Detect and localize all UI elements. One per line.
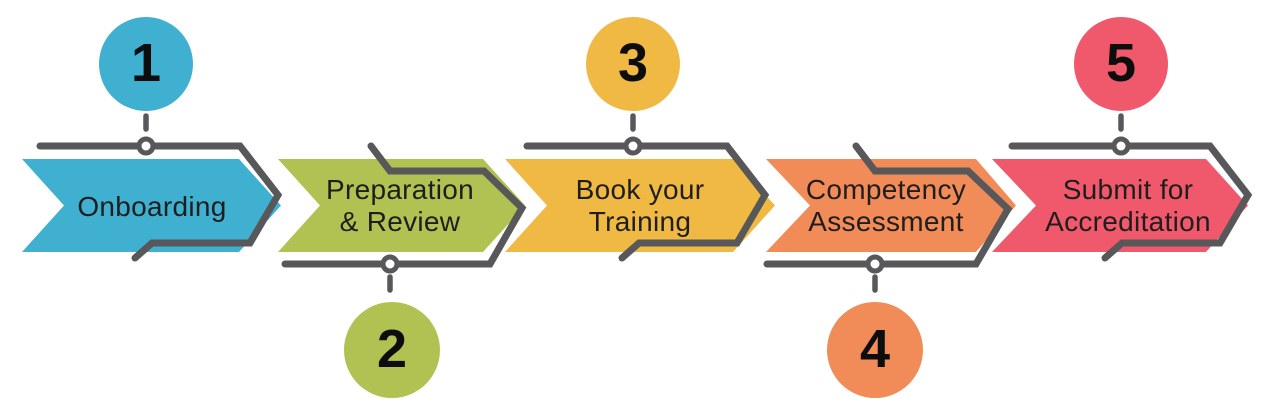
- step-1-number-badge: [99, 17, 193, 111]
- step-1-label-line1: Onboarding: [77, 191, 226, 222]
- step-3-label-line2: Training: [589, 206, 692, 237]
- step-4-arrow-shape: [766, 159, 1016, 252]
- step-3-number: 3: [618, 33, 648, 93]
- step-5-number-badge: [1074, 17, 1168, 111]
- step-1-group: 1 Onboarding: [22, 17, 283, 262]
- step-3-label-line1: Book your: [576, 174, 705, 205]
- step-5-arrow-shape: [992, 159, 1248, 252]
- step-1-arrow-shape: [22, 159, 281, 252]
- step-5-arrow-outline: [1008, 142, 1253, 262]
- step-2-label-line1: Preparation: [326, 174, 474, 205]
- step-2-label: Preparation& Review: [326, 174, 474, 237]
- step-2-group: 2 Preparation& Review: [278, 142, 527, 398]
- step-2-label-line2: & Review: [340, 206, 461, 237]
- step-3-connector-node: [623, 136, 643, 156]
- step-5-label-line1: Submit for: [1063, 174, 1194, 205]
- step-4-label-line2: Assessment: [808, 206, 964, 237]
- step-1-label: Onboarding: [77, 191, 226, 222]
- step-4-number: 4: [860, 319, 890, 379]
- step-2-arrow-outline: [281, 142, 527, 268]
- step-4-arrow-outline: [763, 142, 1013, 268]
- step-3-arrow-outline: [523, 142, 770, 262]
- step-2-arrow-shape: [278, 159, 525, 252]
- step-4-number-badge: [827, 302, 923, 398]
- step-5-number: 5: [1106, 33, 1136, 93]
- step-3-number-badge: [586, 17, 680, 111]
- step-1-connector-node: [136, 136, 156, 156]
- step-1-number: 1: [131, 33, 161, 93]
- step-1-arrow-outline: [36, 142, 283, 262]
- step-2-number-badge: [344, 302, 440, 398]
- step-5-label-line2: Accreditation: [1045, 206, 1211, 237]
- step-2-number: 2: [377, 319, 407, 379]
- step-5-connector-node: [1111, 136, 1131, 156]
- step-3-arrow-shape: [505, 159, 775, 252]
- step-2-connector-node: [380, 254, 400, 274]
- step-4-label-line1: Competency: [806, 174, 966, 205]
- step-4-connector-node: [865, 254, 885, 274]
